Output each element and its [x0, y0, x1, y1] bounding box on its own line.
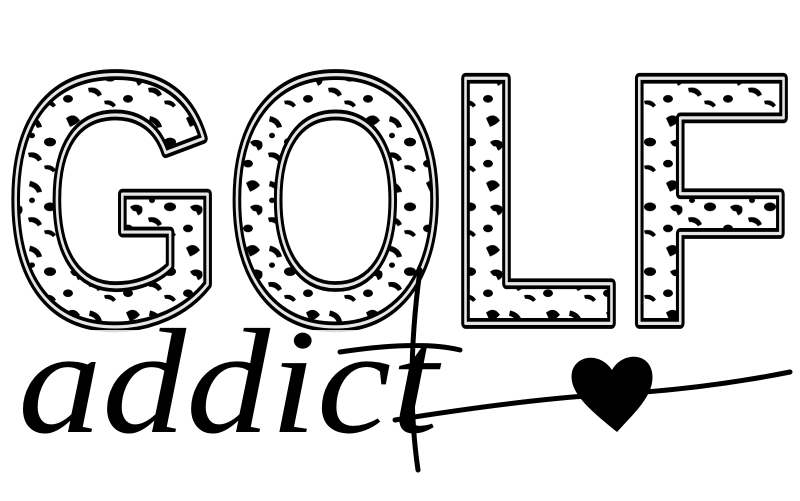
golf-headline: GOLF GOLF — [0, 0, 799, 404]
subline-text: addict — [18, 299, 442, 465]
heart-icon — [571, 356, 653, 432]
addict-script: addict — [10, 267, 793, 473]
